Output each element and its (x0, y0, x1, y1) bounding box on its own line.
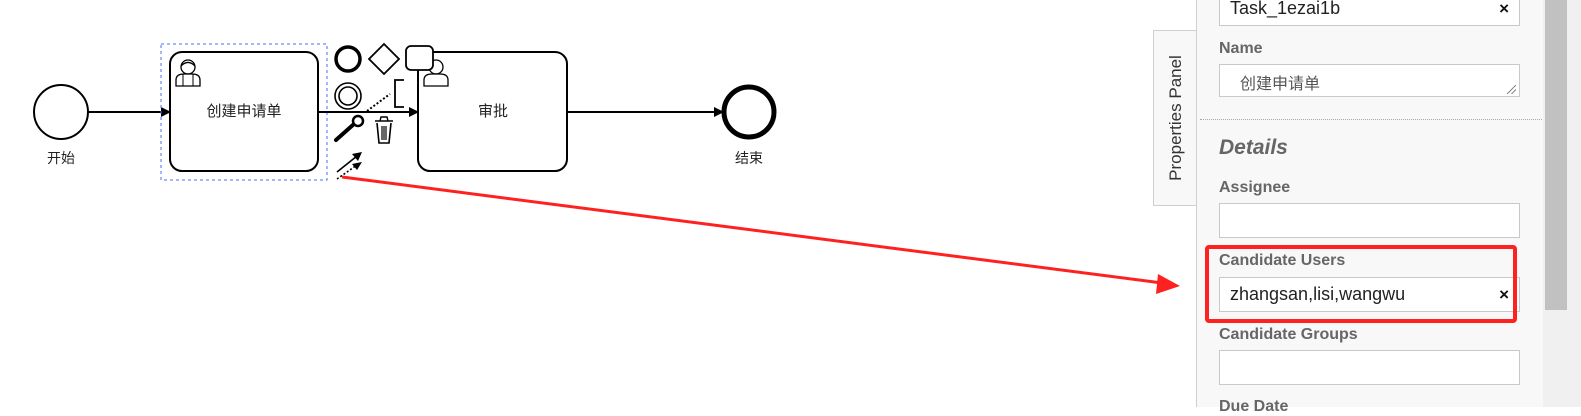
name-label: Name (1219, 40, 1263, 57)
properties-panel-tab-label: Properties Panel (1165, 55, 1185, 181)
candidate-users-input-value: zhangsan,lisi,wangwu (1230, 284, 1406, 304)
annotation-arrow (341, 175, 1180, 294)
id-input-value: Task_1ezai1b (1230, 0, 1341, 18)
user-task-create-label: 创建申请单 (206, 102, 281, 120)
context-pad (334, 42, 434, 180)
candidate-users-input[interactable]: zhangsan,lisi,wangwu × (1219, 277, 1520, 312)
assignee-label: Assignee (1219, 179, 1291, 196)
text-annotation-icon[interactable] (366, 79, 404, 112)
details-section-title: Details (1219, 136, 1288, 159)
start-event-label: 开始 (47, 151, 75, 167)
append-end-event-icon[interactable] (334, 45, 362, 73)
user-task-approve-label: 审批 (478, 102, 508, 120)
user-task-icon (175, 59, 201, 87)
append-intermediate-event-icon[interactable] (334, 82, 362, 110)
association-arrow-icon[interactable] (336, 162, 362, 180)
scrollbar-thumb[interactable] (1545, 0, 1567, 310)
candidate-groups-label: Candidate Groups (1219, 326, 1358, 343)
section-divider (1200, 119, 1542, 120)
append-gateway-icon[interactable] (367, 42, 401, 76)
delete-trash-icon[interactable] (375, 116, 393, 144)
properties-panel-toggle-tab[interactable]: Properties Panel (1153, 30, 1197, 206)
red-highlight-box (1205, 245, 1517, 323)
end-event-label: 结束 (735, 151, 763, 167)
append-task-icon[interactable] (405, 45, 434, 71)
bpmn-canvas[interactable]: 开始 创建申请单 审批 (0, 0, 1581, 407)
clear-id-icon[interactable]: × (1499, 0, 1509, 18)
textarea-resize-handle-icon[interactable] (1507, 85, 1516, 94)
connect-arrow-icon[interactable] (336, 152, 362, 173)
end-event[interactable] (721, 84, 777, 140)
candidate-groups-input[interactable] (1219, 350, 1520, 385)
id-input[interactable]: Task_1ezai1b × (1219, 0, 1520, 26)
start-event[interactable] (33, 84, 89, 140)
name-textarea-value: 创建申请单 (1240, 74, 1321, 93)
candidate-users-label: Candidate Users (1219, 252, 1346, 269)
name-textarea[interactable]: 创建申请单 (1219, 64, 1520, 97)
user-task-approve[interactable] (417, 51, 568, 172)
clear-candidate-users-icon[interactable]: × (1499, 285, 1509, 304)
wrench-change-type-icon[interactable] (334, 114, 365, 142)
assignee-input[interactable] (1219, 203, 1520, 238)
due-date-label: Due Date (1219, 398, 1289, 415)
